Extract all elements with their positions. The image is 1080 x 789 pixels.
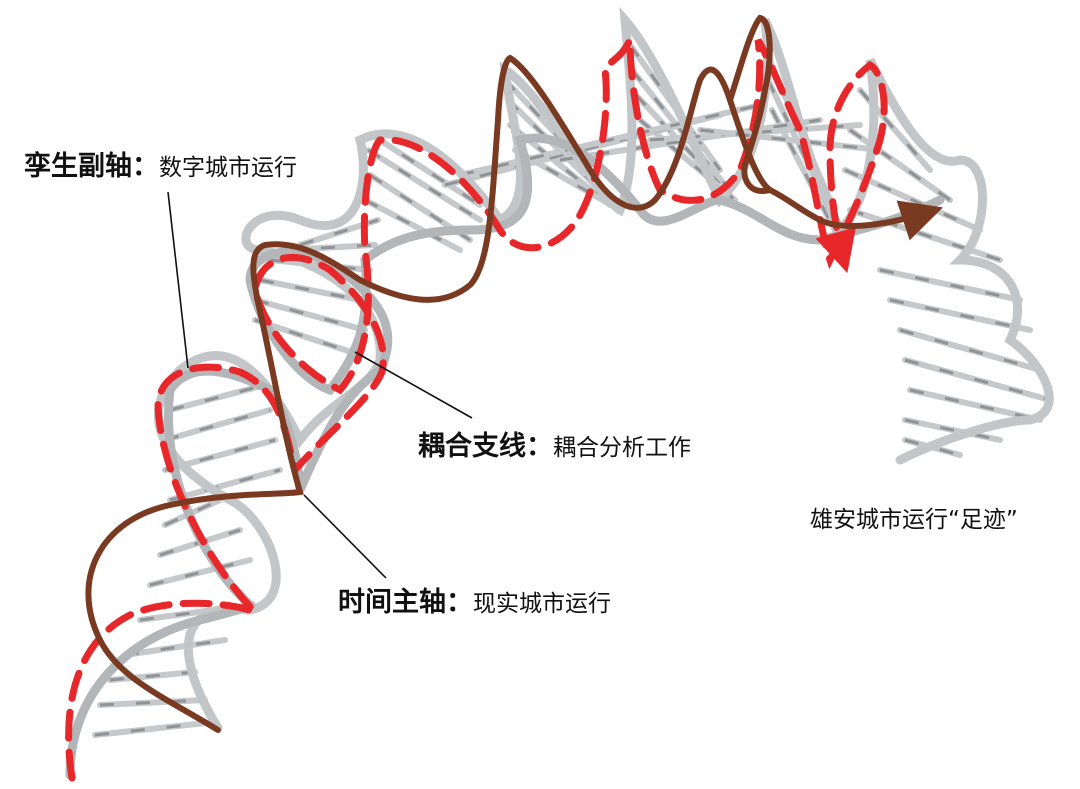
helix-rung-marking	[164, 498, 221, 527]
footprint-caption: 雄安城市运行“足迹”	[810, 507, 1018, 533]
helix-rung	[362, 197, 463, 253]
coupling-branch-leader-line	[354, 351, 473, 419]
twin-axis-label-key: 孪生副轴：	[24, 151, 159, 182]
twin-axis-dashed-strand	[65, 38, 888, 782]
time-axis-label: 时间主轴：现实城市运行	[338, 589, 611, 616]
helix-rung	[147, 557, 253, 588]
helix-rung-marking	[904, 438, 961, 457]
helix-rung-marking	[124, 638, 226, 657]
helix-rung-marking	[444, 113, 721, 187]
helix-rung	[252, 317, 363, 358]
helix-rung-marking	[109, 670, 196, 682]
helix-rung-marking	[879, 268, 1021, 302]
coupling-branch-label-key: 耦合支线：	[418, 431, 553, 462]
backbone-strand-back	[154, 6, 1054, 733]
coupling-branch-label-value: 耦合分析工作	[553, 435, 691, 461]
helix-rung-marking	[844, 168, 981, 232]
helix-rung-marking	[889, 298, 1031, 332]
coupling-branch-label: 耦合支线：耦合分析工作	[418, 433, 691, 460]
helix-rung-marking	[766, 79, 837, 221]
helix-rung-marking	[899, 328, 1041, 372]
helix-rung-marking	[299, 218, 379, 247]
helix-rung-marking	[909, 388, 1041, 422]
twin-axis-label: 孪生副轴：数字城市运行	[24, 153, 297, 180]
twin-axis-label-value: 数字城市运行	[159, 155, 297, 181]
helix-rung-marking	[169, 383, 266, 412]
helix-rung-marking	[259, 278, 361, 302]
twin-axis-leader-line	[167, 191, 189, 369]
helix-rung-marking	[269, 258, 371, 272]
time-axis-label-value: 现实城市运行	[473, 591, 611, 617]
helix-rung-marking	[284, 243, 376, 252]
helix-rung	[847, 127, 953, 203]
time-axis-label-key: 时间主轴：	[338, 587, 473, 618]
helix-rung-marking	[904, 358, 1051, 402]
helix-rung	[252, 297, 368, 333]
helix-rung	[92, 719, 218, 738]
helix-rung-marking	[149, 558, 251, 587]
helix-rung	[162, 407, 273, 443]
helix-rung-marking	[770, 109, 842, 241]
leader-lines	[167, 191, 473, 579]
helix-rung-marking	[367, 148, 481, 222]
helix-rung	[167, 467, 283, 503]
helix-rung-marking	[459, 103, 761, 177]
time-axis-loop	[727, 14, 773, 194]
helix-rung	[369, 132, 483, 208]
helix-rung-marking	[699, 128, 881, 152]
time-axis-leader-line	[303, 494, 387, 579]
helix-rung-marking	[904, 418, 1001, 442]
helix-rung	[97, 697, 208, 708]
